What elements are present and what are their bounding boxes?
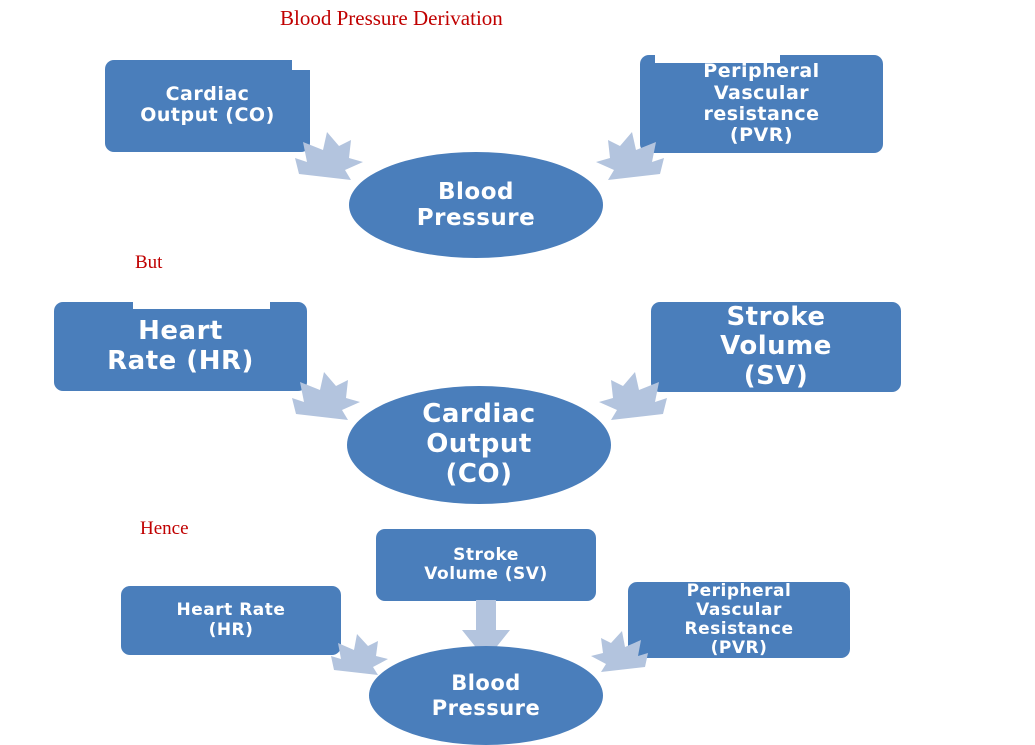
label-line-3: resistance — [703, 103, 820, 125]
label-line-1: Stroke — [726, 302, 826, 333]
node-heart-rate-box-row2[interactable]: Heart Rate (HR) — [54, 302, 307, 391]
node-cardiac-output-ellipse-label: Cardiac Output (CO) — [422, 399, 536, 490]
connector-label-hence: Hence — [140, 518, 189, 539]
arrow-heart-rate-to-blood-pressure — [329, 631, 391, 677]
box-notch-decoration — [292, 58, 312, 70]
connector-label-but: But — [135, 252, 163, 273]
label-line-4: (PVR) — [729, 124, 794, 147]
label-line-1: Cardiac — [422, 399, 536, 430]
node-pvr-label-row3: Peripheral Vascular Resistance (PVR) — [684, 580, 794, 659]
node-blood-pressure-ellipse-row3[interactable]: Blood Pressure — [369, 646, 603, 745]
label-line-3: Resistance — [684, 619, 794, 639]
page-title: Blood Pressure Derivation — [280, 6, 503, 30]
node-pvr-box-row1[interactable]: Peripheral Vascular resistance (PVR) — [640, 55, 883, 153]
node-blood-pressure-ellipse-row1[interactable]: Blood Pressure — [349, 152, 603, 258]
label-line-2: Volume (SV) — [424, 564, 548, 584]
label-line-2: Volume — [720, 331, 832, 362]
label-line-2: Pressure — [416, 205, 536, 231]
label-line-2: Vascular — [696, 599, 782, 620]
label-line-3: (SV) — [743, 360, 809, 391]
label-line-2: Vascular — [713, 81, 810, 104]
label-line-4: (PVR) — [710, 638, 768, 659]
label-line-2: Output — [426, 429, 532, 460]
node-pvr-label-row1: Peripheral Vascular resistance (PVR) — [703, 61, 819, 146]
node-stroke-volume-box-row3[interactable]: Stroke Volume (SV) — [376, 529, 596, 601]
node-heart-rate-box-row3[interactable]: Heart Rate (HR) — [121, 586, 341, 655]
arrow-pvr-to-blood-pressure-row3 — [588, 628, 650, 674]
node-cardiac-output-ellipse[interactable]: Cardiac Output (CO) — [347, 386, 611, 504]
node-stroke-volume-box-row2[interactable]: Stroke Volume (SV) — [651, 302, 901, 392]
arrow-heart-rate-to-cardiac-output — [290, 368, 364, 422]
node-stroke-volume-label-row2: Stroke Volume (SV) — [720, 303, 832, 390]
label-line-1: Peripheral — [703, 60, 820, 83]
label-line-1: Stroke — [453, 544, 519, 565]
node-heart-rate-label-row2: Heart Rate (HR) — [107, 317, 254, 375]
node-blood-pressure-label-row3: Blood Pressure — [432, 671, 541, 719]
arrow-pvr-to-blood-pressure-row1 — [592, 128, 666, 182]
label-line-2: Pressure — [431, 695, 541, 720]
label-line-3: (CO) — [445, 458, 513, 489]
node-cardiac-output-box[interactable] — [105, 60, 310, 152]
box-notch-decoration — [655, 53, 780, 63]
label-line-2: Rate (HR) — [107, 345, 254, 376]
node-heart-rate-label-row3: Heart Rate (HR) — [177, 601, 286, 639]
label-line-1: Heart Rate — [176, 600, 286, 621]
arrow-stroke-volume-to-cardiac-output — [595, 368, 669, 422]
node-pvr-box-row3[interactable]: Peripheral Vascular Resistance (PVR) — [628, 580, 850, 659]
label-line-1: Blood — [451, 671, 521, 696]
arrow-stroke-volume-to-blood-pressure — [457, 600, 515, 662]
label-line-1: Peripheral — [686, 580, 792, 601]
node-blood-pressure-label-row1: Blood Pressure — [417, 179, 536, 232]
arrow-cardiac-output-to-blood-pressure — [293, 128, 367, 182]
label-line-2: (HR) — [208, 619, 254, 640]
node-stroke-volume-label-row3: Stroke Volume (SV) — [424, 544, 548, 584]
label-line-1: Heart — [138, 316, 223, 347]
box-notch-decoration — [133, 300, 270, 309]
label-line-1: Blood — [438, 178, 514, 205]
